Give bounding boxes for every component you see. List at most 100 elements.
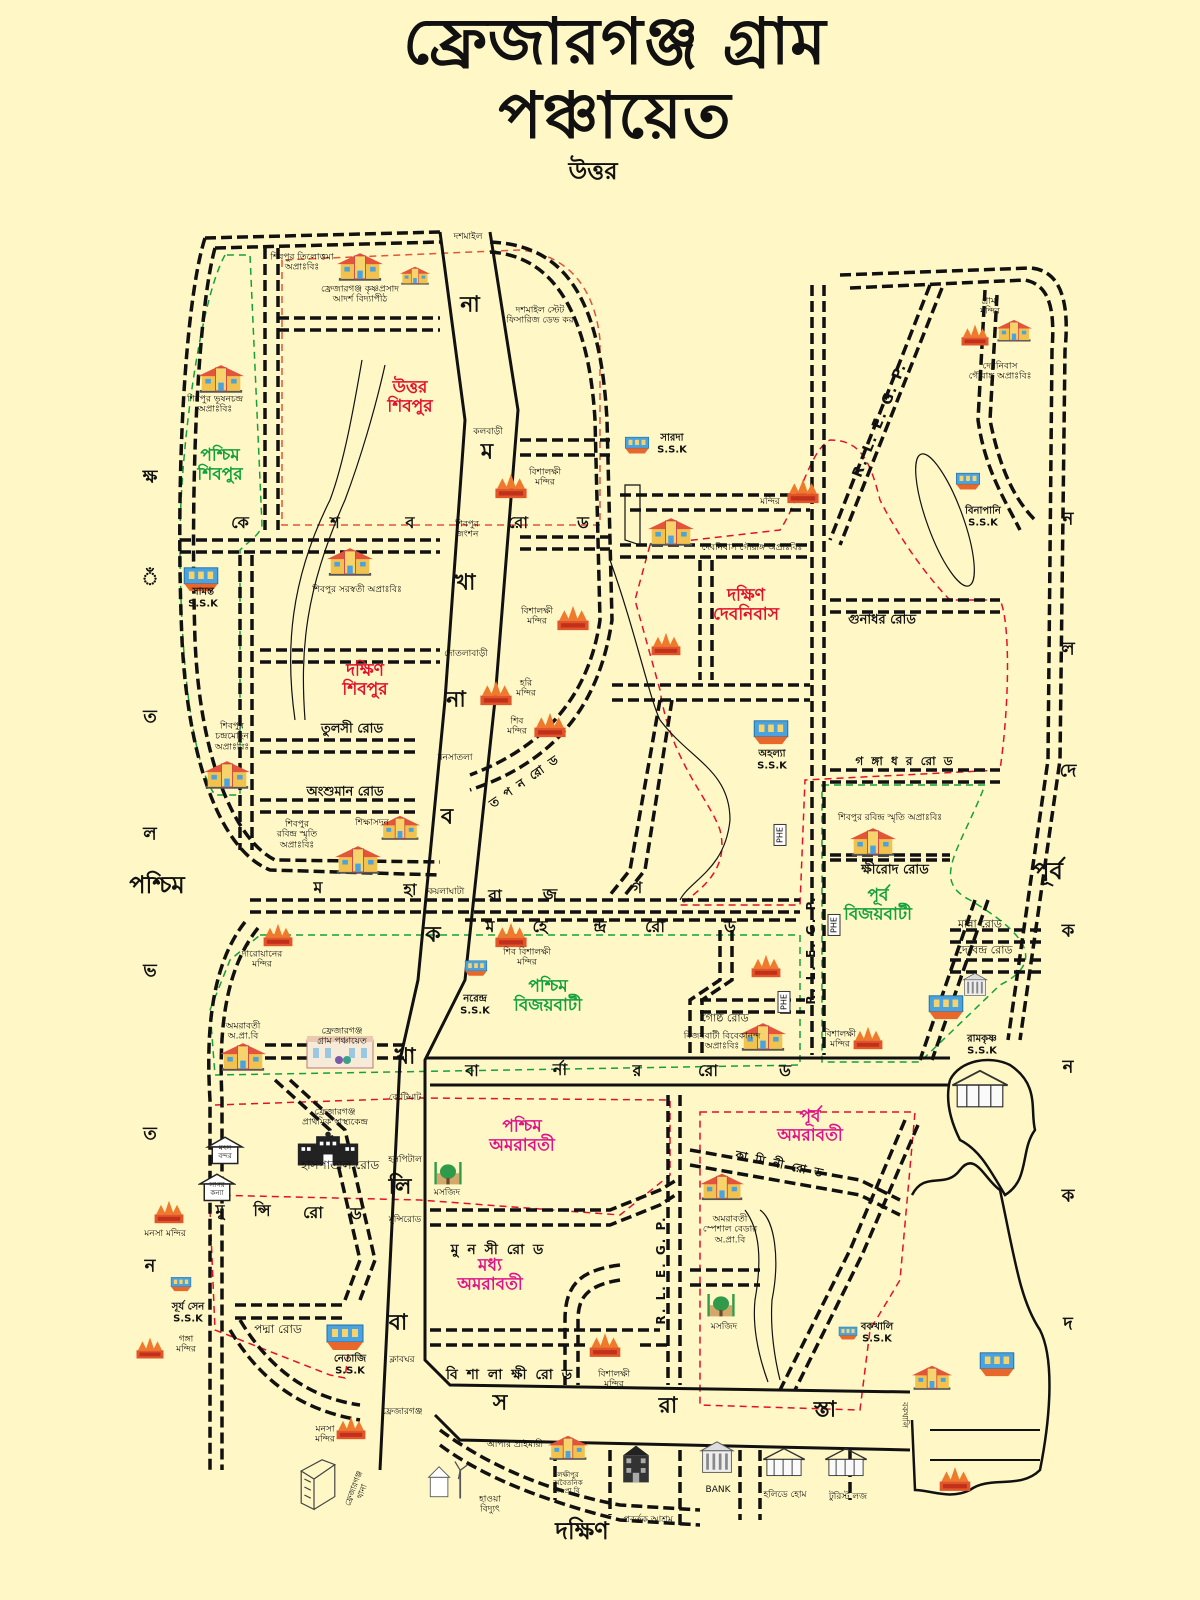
boundary-amarabati-west: [209, 1097, 671, 1216]
temple-icon: [480, 680, 512, 706]
landmark-label: BANK: [705, 1484, 731, 1495]
school-icon: [850, 827, 896, 857]
ssk-icon: [753, 720, 789, 745]
east-margin-letter: দ: [1063, 1313, 1073, 1335]
temple-icon: [495, 473, 527, 499]
landmark-label: লক্ষীপুর অবৈতনিক অ.প্রা.বি: [553, 1470, 583, 1496]
khirod-road-label: ক্ষীরোদ রোড: [861, 862, 929, 878]
ssk-icon: [838, 1326, 858, 1341]
landmark-label: মনসা মন্দির: [315, 1424, 335, 1445]
main-road-letter: বা: [388, 1310, 408, 1336]
landmark-label: শিবপুর সরস্বতী অপ্রাঃবিঃ: [312, 584, 402, 595]
mahendra-road-letter: ড: [724, 916, 736, 936]
gunadhar-road-label: গুনাধর রোড: [848, 612, 916, 628]
landmark-label: সারদা S.S.K: [657, 432, 687, 456]
rlegp-road-label-3: R. L. E. G. P.: [654, 1215, 669, 1325]
west-margin-letter: ভ: [143, 960, 157, 982]
temple-icon: [651, 632, 681, 656]
landmark-label: অহল্যা S.S.K: [757, 748, 787, 772]
barnar-road-letter: র: [632, 1060, 642, 1080]
gangadhar-road-label: গ ঙ্গা ধ র রো ড: [855, 754, 955, 769]
barnar-road-letter: রো: [698, 1060, 718, 1080]
school-icon: [204, 760, 250, 790]
holiday-home-icon: [762, 1447, 806, 1477]
barnar-road-letter: ড: [779, 1060, 791, 1080]
school-icon: [548, 1435, 588, 1461]
maharajganj-road-letter: রা: [488, 885, 502, 905]
landmark-label: আপার প্রাইমারী: [486, 1439, 544, 1450]
landmark-label: বিশালক্ষী মন্দির: [528, 467, 562, 488]
temple-icon: [787, 478, 819, 504]
munshi-road-letter: ন্সি: [253, 1200, 271, 1220]
temple-icon: [751, 954, 781, 978]
landmark-label: মুন্সিরোড: [388, 1214, 422, 1225]
main-road-letter: না: [446, 687, 466, 713]
phe-label: PHE: [773, 824, 787, 846]
landmark-label: ফ্রেজারগঞ্জ কৃষ্ণপ্রসাদ আদর্শ বিদ্যাপীঠ: [321, 284, 399, 305]
landmark-label: মনসা মন্দির: [144, 1228, 186, 1239]
main-road-letter: ব: [440, 804, 454, 830]
west-margin-letter: ত: [143, 706, 157, 728]
school-icon: [648, 517, 694, 547]
mosque-icon: [434, 1162, 462, 1185]
landmark-label: নরেন্দ্র S.S.K: [460, 993, 490, 1017]
landmark-label: মসজিদ: [710, 1321, 738, 1332]
landmark-label: গ্রাম্য মন্দির: [980, 296, 1000, 317]
region-purba-amarabati: পূর্ব অমরাবতী: [777, 1106, 843, 1145]
region-dakshin-debnibas: দক্ষিণ দেবনিবাস: [713, 585, 779, 624]
ssk-icon: [464, 960, 488, 977]
east-margin-letter: ক: [1061, 920, 1075, 942]
landmark-label: হরি মন্দির: [516, 678, 536, 699]
school-icon: [700, 1173, 744, 1201]
region-paschim-shibpur: পশ্চিম শিবপুর: [197, 445, 243, 484]
landmark-label: প্রবর্তক আশ্রম: [623, 1514, 673, 1525]
sarasta-road-letter: স্তা: [813, 1397, 837, 1423]
main-road-letter: খা: [454, 570, 476, 596]
mahendra-road-letter: ন্দ্র: [593, 916, 607, 936]
landmark-label: দেবনিবাস গৌরাঙ্গ অপ্রাঃবিঃ: [701, 542, 803, 553]
landmark-label: বিশালক্ষী মন্দির: [520, 606, 554, 627]
boundary-amarabati-south: [209, 1209, 351, 1379]
temple-icon: [263, 923, 293, 947]
east-margin-letter: ন: [1062, 508, 1074, 530]
rlegp-road-label-2: R. L. E. G. P.: [804, 895, 819, 1005]
landmark-label: শিবপুর রবিন্দ্র স্মৃতি অপ্রাঃবিঃ: [276, 819, 318, 851]
landmark-label: দারোয়ানের মন্দির: [241, 949, 283, 970]
ssk-icon: [955, 472, 981, 491]
east-margin-letter: ন: [1062, 1056, 1074, 1078]
direction-west: পশ্চিম: [129, 871, 185, 900]
school-icon: [337, 252, 383, 282]
temple-icon: [853, 1026, 883, 1050]
landmark-label: মন্দির: [760, 496, 780, 507]
main-road-east-edge: [423, 231, 911, 1394]
boundary-paschim-shibpur: [179, 254, 263, 796]
boundary-purba-bijaybati: [821, 784, 1027, 1063]
direction-north: উত্তর: [568, 157, 618, 186]
mosque-icon: [707, 1294, 735, 1317]
main-road-letter: লি: [388, 1174, 412, 1200]
anshuman-road-label: অংশুমান রোড: [306, 784, 384, 800]
landmark-label: মৎস বন্দর: [218, 1143, 232, 1160]
windmill-icon: [427, 1460, 469, 1500]
landmark-label: নেতাজি S.S.K: [333, 1353, 367, 1377]
debendra-road-label: দেবেন্দ্র রোড: [957, 943, 1013, 957]
direction-south: দক্ষিণ: [555, 1517, 609, 1546]
landmark-label: বকখালি S.S.K: [860, 1321, 894, 1345]
maharajganj-road-letter: গ: [631, 877, 643, 897]
tulsi-road-label: তুলসী রোড: [320, 721, 384, 737]
barnar-road-letter: র্না: [552, 1059, 568, 1079]
landmark-label: ফ্রেজারগঞ্জ প্রাথমিক স্বাস্থ্যকেন্দ্র: [302, 1107, 368, 1128]
main-road-letter: না: [460, 292, 480, 318]
landmark-label: কলবাড়ী: [473, 426, 503, 437]
manna-road-label: মান্না রোড: [957, 917, 1003, 931]
landmark-label: ক্লাবঘর: [389, 1354, 415, 1365]
east-margin-letter: ক: [1061, 1185, 1075, 1207]
mouza-boundaries: [179, 249, 1027, 1411]
ssk-icon: [170, 1276, 192, 1292]
boundary-uttar-shibpur: [281, 249, 601, 526]
keshab-road-letter: রো: [508, 512, 528, 532]
keshab-road-letter: ব: [405, 512, 415, 532]
landmark-label: শিব মন্দির: [507, 716, 527, 737]
landmark-label: অমরাবতী অ.প্রা.বি: [225, 1021, 261, 1042]
landmark-label: শিবপুর চন্দ্রমোহন অপ্রাঃবিঃ: [214, 721, 250, 753]
